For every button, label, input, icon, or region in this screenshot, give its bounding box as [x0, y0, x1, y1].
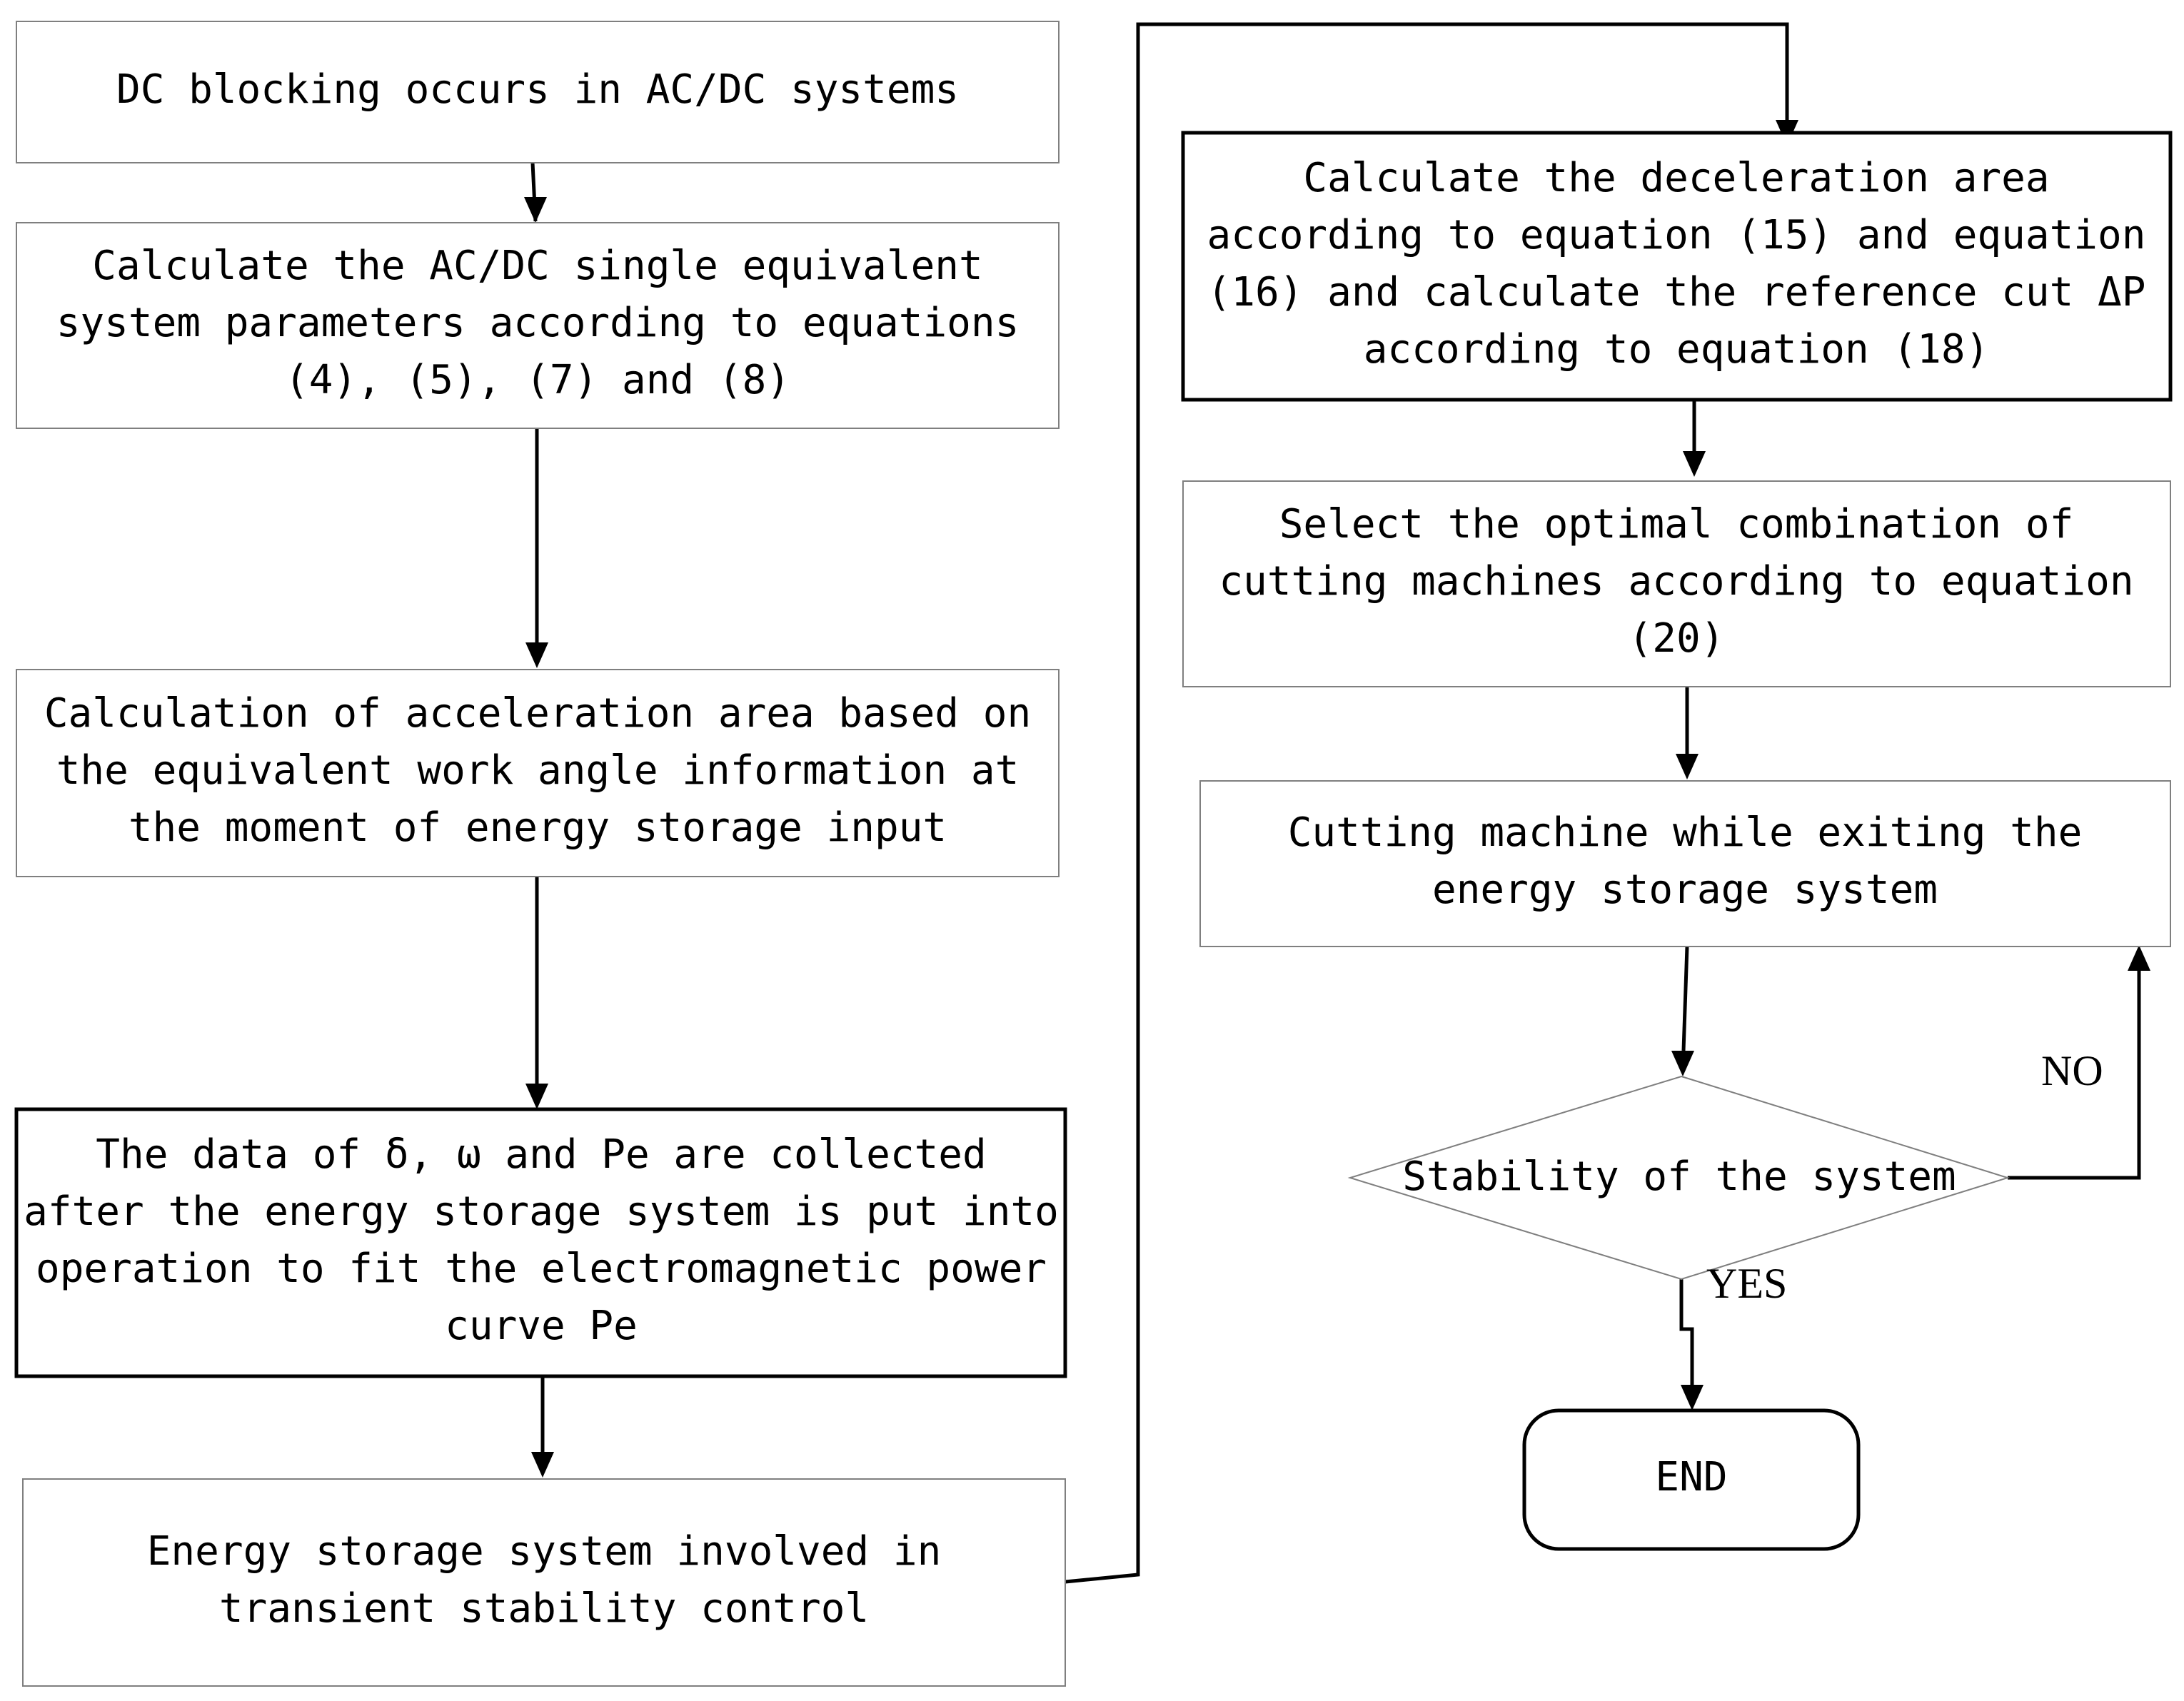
edge-label-yes: YES [1706, 1260, 1787, 1307]
arrowhead-stability-yes [1681, 1385, 1704, 1410]
node-end-text: END [1655, 1454, 1727, 1500]
text-line: after the energy storage system is put i… [24, 1188, 1059, 1235]
text-line: operation to fit the electromagnetic pow… [36, 1246, 1047, 1292]
node-select-combination: Select the optimal combination of cutting… [1182, 480, 2171, 687]
node-select-combination-box [1182, 480, 2171, 687]
text-line: Calculation of acceleration area based o… [44, 690, 1031, 737]
edge-stability-yes [1679, 1279, 1694, 1385]
text-line: The data of δ, ω and Pe are collected [96, 1131, 986, 1178]
text-line: transient stability control [219, 1585, 869, 1632]
node-cutting-machine-box [1199, 780, 2171, 947]
node-energy-storage-involved-text: Energy storage system involved in transie… [147, 1528, 942, 1632]
arrowhead-params-to-accel [525, 642, 548, 668]
arrowhead-decel-to-select [1683, 451, 1706, 477]
text-line: according to equation (18) [1364, 326, 1990, 373]
arrowhead-accel-to-collect [525, 1084, 548, 1109]
text-line: cutting machines according to equation [1219, 558, 2133, 605]
node-energy-storage-involved: Energy storage system involved in transie… [22, 1478, 1066, 1687]
text-line: the moment of energy storage input [129, 804, 947, 851]
node-calc-params: Calculate the AC/DC single equivalent sys… [16, 222, 1060, 429]
node-stability-check: Stability of the system [1347, 1075, 2011, 1281]
node-stability-check-diamond [1347, 1075, 2011, 1281]
node-dc-blocking-text: DC blocking occurs in AC/DC systems [116, 66, 959, 113]
node-cutting-machine-text: Cutting machine while exiting the energy … [1288, 809, 2083, 913]
node-dc-blocking: DC blocking occurs in AC/DC systems [16, 21, 1060, 163]
node-calc-accel-area: Calculation of acceleration area based o… [16, 669, 1060, 877]
arrowhead-stability-no [2128, 945, 2150, 971]
text-line: Stability of the system [1402, 1154, 1956, 1200]
node-energy-storage-involved-box [22, 1478, 1066, 1687]
node-calc-decel-area-box [1181, 131, 2173, 402]
node-calc-params-text: Calculate the AC/DC single equivalent sys… [56, 243, 1020, 403]
node-calc-accel-area-text: Calculation of acceleration area based o… [44, 690, 1031, 851]
node-select-combination-text: Select the optimal combination of cutting… [1219, 501, 2133, 662]
text-line: curve Pe [445, 1303, 638, 1349]
text-line: Energy storage system involved in [147, 1528, 942, 1575]
text-line: Cutting machine while exiting the [1288, 809, 2083, 856]
text-line: Select the optimal combination of [1279, 501, 2074, 547]
node-calc-decel-area: Calculate the deceleration area according… [1181, 131, 2173, 402]
edges [524, 22, 2150, 1584]
node-cutting-machine: Cutting machine while exiting the energy … [1199, 780, 2171, 947]
node-calc-params-box [16, 222, 1060, 429]
text-line: DC blocking occurs in AC/DC systems [116, 66, 959, 113]
edge-label-no: NO [2041, 1047, 2103, 1094]
text-line: (16) and calculate the reference cut ΔP [1207, 269, 2146, 316]
arrowhead-collect-to-storage [531, 1452, 554, 1478]
text-line: energy storage system [1432, 867, 1938, 913]
node-calc-decel-area-text: Calculate the deceleration area according… [1207, 155, 2146, 373]
text-line: Calculate the deceleration area [1303, 155, 2049, 201]
node-stability-check-text: Stability of the system [1402, 1154, 1956, 1200]
text-line: (4), (5), (7) and (8) [285, 357, 790, 403]
node-end-box [1522, 1408, 1861, 1551]
edge-cutting-to-stability [1681, 946, 1689, 1051]
node-collect-data-text: The data of δ, ω and Pe are collected aft… [24, 1131, 1059, 1349]
text-line: the equivalent work angle information at [56, 747, 1020, 794]
edge-storage-to-decel [1065, 22, 1789, 1584]
node-collect-data: The data of δ, ω and Pe are collected aft… [14, 1107, 1067, 1378]
node-end: END [1522, 1408, 1861, 1551]
text-line: (20) [1629, 615, 1725, 662]
arrowhead-select-to-cutting [1676, 754, 1699, 779]
edge-stability-no [2008, 971, 2141, 1180]
text-line: according to equation (15) and equation [1207, 212, 2146, 258]
node-collect-data-box [14, 1107, 1067, 1378]
text-line: system parameters according to equations [56, 300, 1020, 346]
arrowhead-cutting-to-stability [1671, 1051, 1694, 1076]
text-line: END [1655, 1454, 1727, 1500]
arrowhead-dc-to-params [524, 197, 547, 223]
node-dc-blocking-box [16, 21, 1060, 163]
node-calc-accel-area-box [16, 669, 1060, 877]
text-line: Calculate the AC/DC single equivalent [92, 243, 982, 289]
